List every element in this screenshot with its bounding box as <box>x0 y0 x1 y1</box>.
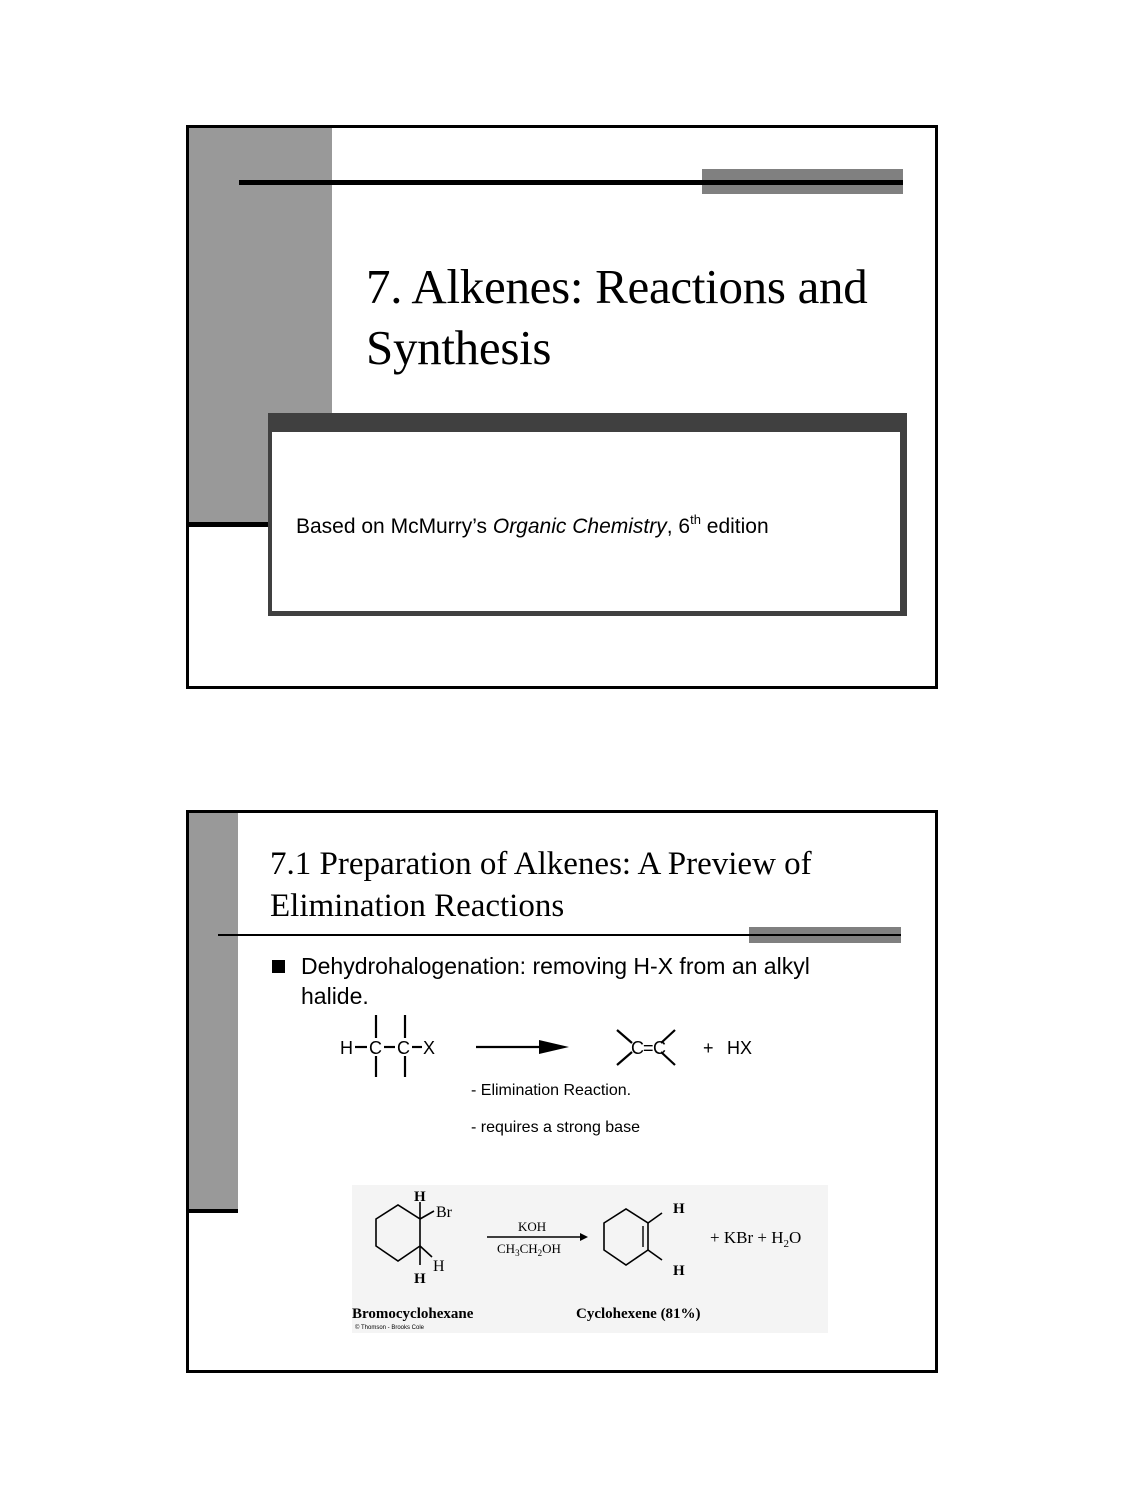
bullet-text: Dehydrohalogenation: removing H-X from a… <box>301 953 810 1009</box>
subtitle-suffix: edition <box>700 515 769 538</box>
sidebar-black-rule <box>189 1209 238 1213</box>
double-bond: = <box>643 1038 654 1058</box>
title-rule <box>239 180 903 185</box>
square-bullet-icon <box>272 960 285 973</box>
reactant-name: Bromocyclohexane <box>352 1306 474 1322</box>
bullet-item: Dehydrohalogenation: removing H-X from a… <box>272 951 872 1011</box>
atom-Br: Br <box>436 1204 453 1221</box>
sidebar-gray-bar <box>189 813 238 1209</box>
title-rule <box>218 934 901 936</box>
atom-H-bottom: H <box>414 1271 426 1287</box>
slide-title: 7.1 Preparation of Alkenes: A Preview of… <box>270 843 890 927</box>
book-title: Organic Chemistry <box>492 515 667 538</box>
subtitle-middle: , 6 <box>666 515 691 538</box>
atom-H-top: H <box>414 1189 426 1205</box>
reactant-C2: C <box>397 1038 410 1058</box>
product-name: Cyclohexene (81%) <box>576 1306 701 1322</box>
reactant-bonds <box>355 1015 422 1077</box>
edition-superscript: th <box>690 512 701 527</box>
reagent-ethanol: CH3CH2OH <box>497 1241 561 1258</box>
reactant-C1: C <box>369 1038 382 1058</box>
sidebar-black-rule <box>189 522 271 527</box>
reactant-X: X <box>423 1038 435 1058</box>
product-C2: C <box>653 1038 666 1058</box>
title-line-1: 7.1 Preparation of Alkenes: A Preview of <box>270 846 812 882</box>
product-atom-H-bottom: H <box>673 1263 685 1279</box>
general-elimination-equation: H C C X C = C + HX <box>340 1015 752 1077</box>
content-slide: 7.1 Preparation of Alkenes: A Preview of… <box>186 810 938 1373</box>
reaction-figure: H Br H H KOH CH3CH2OH H H + KBr + H2O Br… <box>352 1185 828 1333</box>
reactant-H: H <box>340 1038 353 1058</box>
byproducts: + KBr + H2O <box>710 1228 801 1250</box>
copyright-credit: © Thomson - Brooks Cole <box>355 1324 425 1331</box>
byproduct-HX: HX <box>727 1038 752 1058</box>
reaction-arrow-icon <box>476 1040 569 1054</box>
title-line-2: Synthesis <box>366 320 552 375</box>
product-atom-H-top: H <box>673 1201 685 1217</box>
subtitle: Based on McMurry’s Organic Chemistry, 6t… <box>296 512 769 539</box>
plus-sign: + <box>703 1038 714 1058</box>
title-line-2: Elimination Reactions <box>270 888 565 924</box>
cyclohexene-ring-icon <box>603 1208 649 1266</box>
reagent-KOH: KOH <box>518 1219 546 1234</box>
subtitle-box: Based on McMurry’s Organic Chemistry, 6t… <box>268 413 907 616</box>
atom-H-right: H <box>433 1258 445 1275</box>
product-C1: C <box>631 1038 644 1058</box>
product-bonds <box>616 1029 676 1066</box>
title-slide: 7. Alkenes: Reactions and Synthesis Base… <box>186 125 938 689</box>
reagent-arrow-icon <box>487 1233 588 1241</box>
cyclohexane-reaction-diagram: H Br H H KOH CH3CH2OH H H + KBr + H2O Br… <box>352 1189 801 1331</box>
slide-title: 7. Alkenes: Reactions and Synthesis <box>366 256 906 378</box>
note-strong-base: - requires a strong base <box>471 1119 640 1136</box>
subtitle-prefix: Based on McMurry’s <box>296 515 493 538</box>
note-elimination: - Elimination Reaction. <box>471 1082 632 1099</box>
cyclohexane-ring-icon <box>375 1204 421 1262</box>
title-line-1: 7. Alkenes: Reactions and <box>366 259 868 314</box>
